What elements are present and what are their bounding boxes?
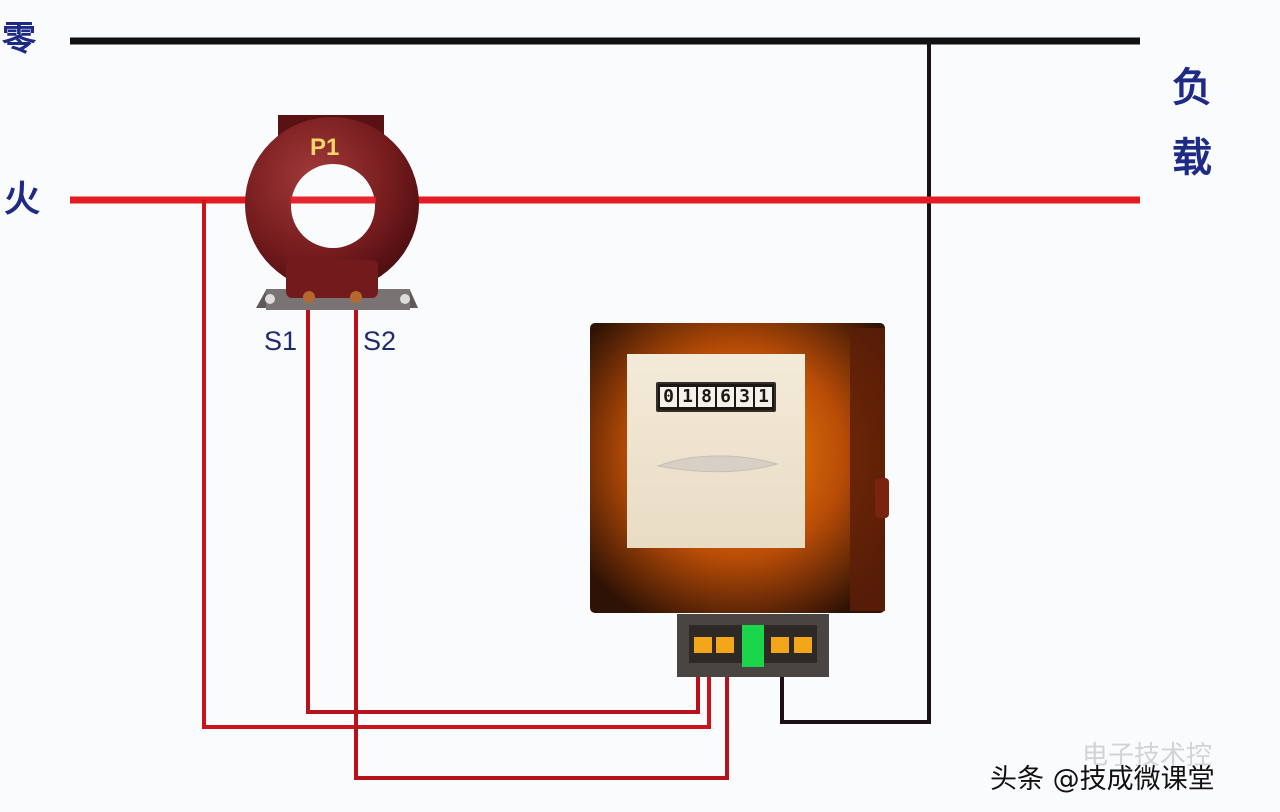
ct-s2-label: S2 <box>363 326 397 356</box>
neutral-drop-wire <box>780 41 931 724</box>
s1-wire <box>306 300 700 714</box>
meter-counter-display: 0 1 8 6 3 1 <box>656 382 776 412</box>
live-line-label: 火 <box>4 179 41 220</box>
load-label-line1: 负 <box>1172 65 1212 111</box>
watermark-text: 头条 @技成微课堂 <box>990 764 1215 795</box>
live-voltage-wire <box>202 200 711 729</box>
ct-p1-label: P1 <box>310 134 340 161</box>
energy-meter <box>590 323 889 677</box>
neutral-line-label: 零 <box>2 19 36 59</box>
meter-digit: 3 <box>736 387 753 407</box>
s2-wire <box>354 300 729 780</box>
load-label-line2: 载 <box>1172 135 1212 181</box>
meter-digit: 6 <box>717 387 734 407</box>
meter-digit: 8 <box>698 387 715 407</box>
meter-digit: 0 <box>660 387 677 407</box>
faint-watermark-text: 电子技术控 <box>1082 741 1213 771</box>
meter-digit: 1 <box>755 387 772 407</box>
meter-digit: 1 <box>679 387 696 407</box>
current-transformer <box>245 115 419 310</box>
ct-s1-label: S1 <box>264 326 298 356</box>
